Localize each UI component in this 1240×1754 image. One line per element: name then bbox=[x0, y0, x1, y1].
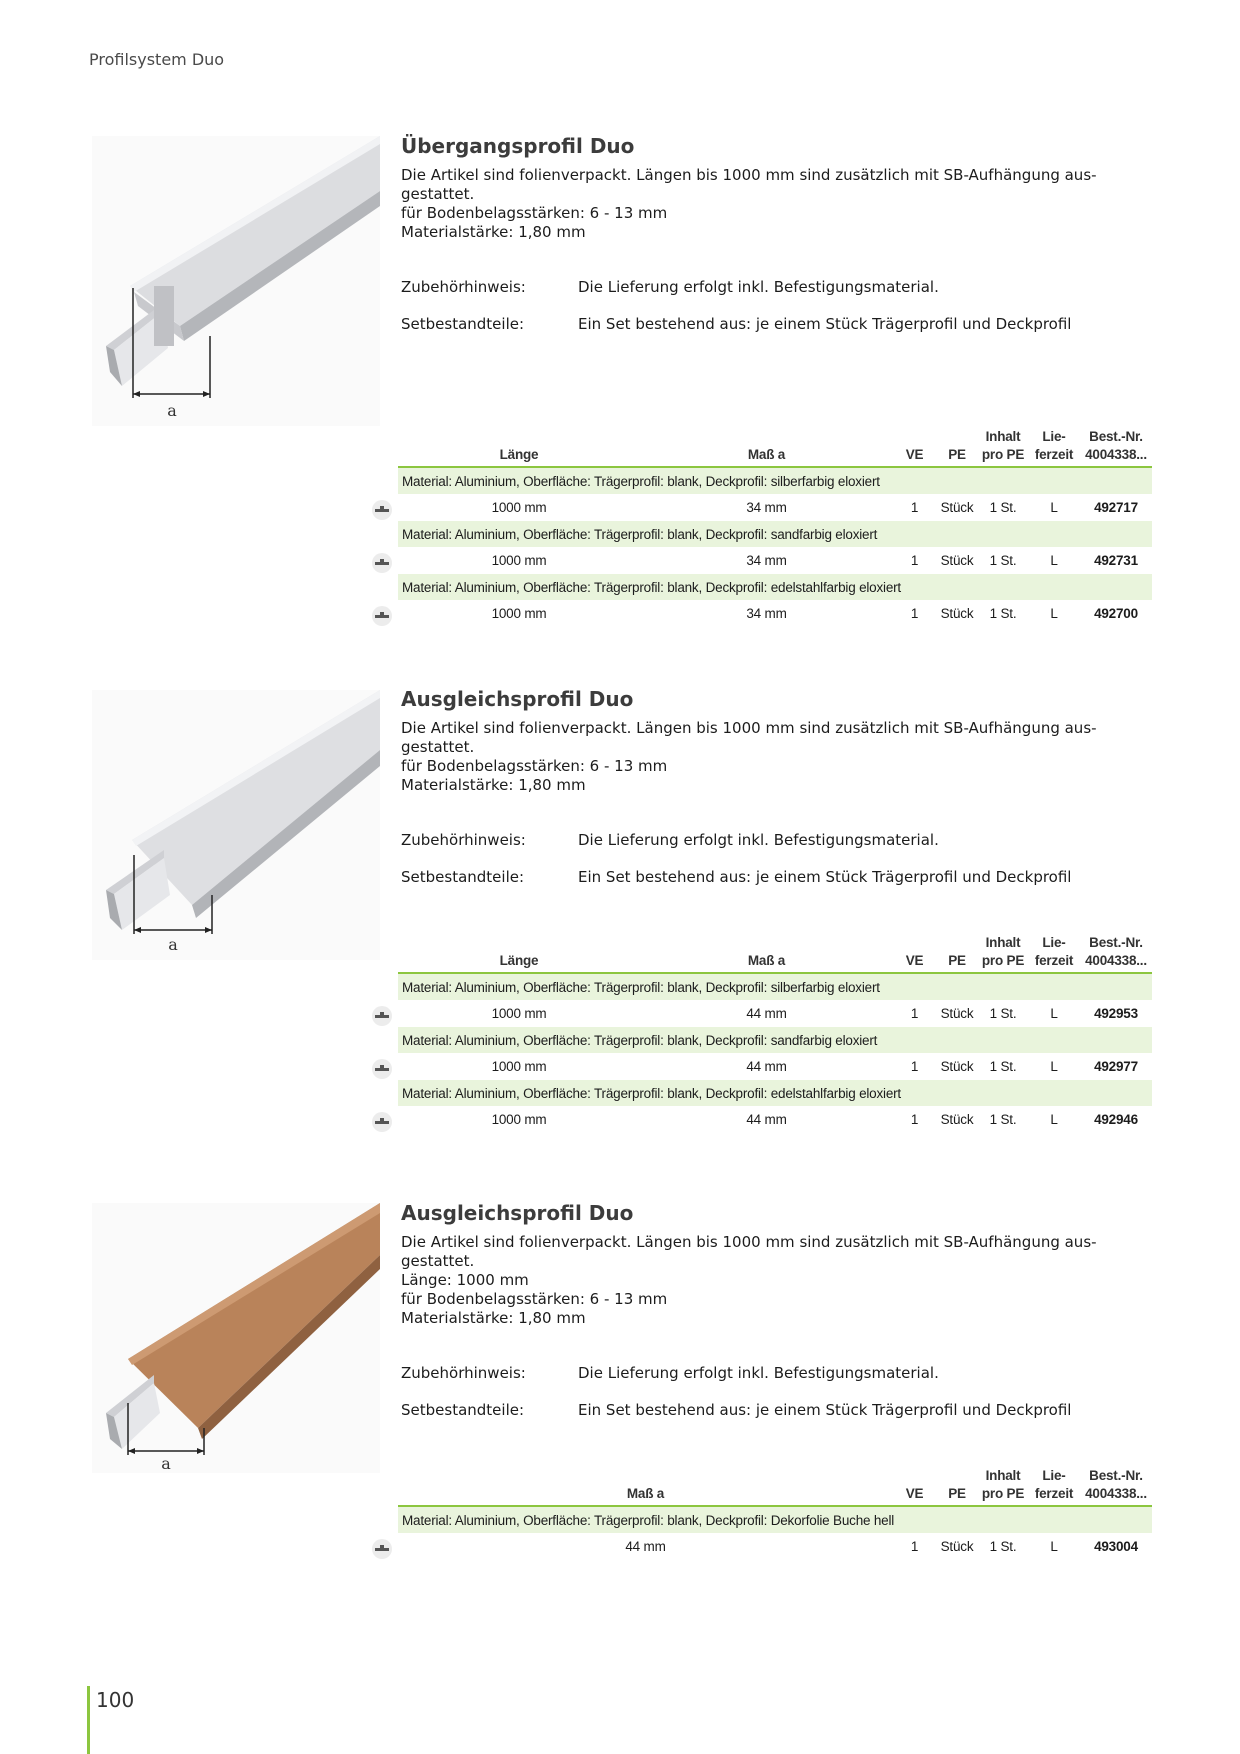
zubehoer-value: Die Lieferung erfolgt inkl. Befestigungs… bbox=[578, 1364, 939, 1382]
set-value: Ein Set bestehend aus: je einem Stück Tr… bbox=[578, 1401, 1072, 1419]
col-best-nr: Best.-Nr.4004338... bbox=[1085, 429, 1147, 462]
zubehoer-value: Die Lieferung erfolgt inkl. Befestigungs… bbox=[578, 278, 939, 296]
material-row: Material: Aluminium, Oberfläche: Trägerp… bbox=[398, 973, 1152, 1000]
col-ve: VE bbox=[905, 447, 924, 462]
product-image-ausgleichsprofil-silber: a bbox=[92, 690, 380, 960]
article-number: 493004 bbox=[1094, 1539, 1138, 1554]
dimension-label: a bbox=[167, 401, 177, 420]
product-attributes: Zubehörhinweis: Die Lieferung erfolgt ink… bbox=[401, 278, 1151, 352]
zubehoer-label: Zubehörhinweis: bbox=[401, 278, 526, 296]
col-laenge: Länge bbox=[499, 953, 539, 968]
footer-accent-bar bbox=[87, 1686, 90, 1754]
page-number: 100 bbox=[96, 1688, 135, 1712]
col-mass-a: Maß a bbox=[747, 953, 786, 968]
col-best-nr: Best.-Nr.4004338... bbox=[1085, 935, 1147, 968]
dimension-label: a bbox=[161, 1454, 171, 1473]
article-number: 492717 bbox=[1094, 500, 1138, 515]
article-number: 492953 bbox=[1094, 1006, 1138, 1021]
col-best-nr: Best.-Nr.4004338... bbox=[1085, 1468, 1147, 1501]
product-info-ausgleichsprofil-silber: Ausgleichsprofil Duo Die Artikel sind fo… bbox=[401, 687, 1151, 905]
col-lieferzeit: Lie-ferzeit bbox=[1034, 1468, 1074, 1501]
col-lieferzeit: Lie-ferzeit bbox=[1034, 429, 1074, 462]
profile-icon bbox=[371, 605, 393, 627]
material-row: Material: Aluminium, Oberfläche: Trägerp… bbox=[398, 467, 1152, 494]
product-description: Die Artikel sind folienverpackt. Längen … bbox=[401, 1233, 1097, 1327]
product-description: Die Artikel sind folienverpackt. Längen … bbox=[401, 166, 1097, 241]
article-number: 492977 bbox=[1094, 1059, 1138, 1074]
article-number: 492946 bbox=[1094, 1112, 1138, 1127]
profile-icon bbox=[371, 1058, 393, 1080]
col-mass-a: Maß a bbox=[626, 1486, 665, 1501]
product-info-ausgleichsprofil-buche: Ausgleichsprofil Duo Die Artikel sind fo… bbox=[401, 1201, 1151, 1438]
col-ve: VE bbox=[905, 1486, 924, 1501]
profile-icon bbox=[371, 499, 393, 521]
material-row: Material: Aluminium, Oberfläche: Trägerp… bbox=[398, 1080, 1152, 1106]
product-title: Ausgleichsprofil Duo bbox=[401, 687, 634, 711]
zubehoer-label: Zubehörhinweis: bbox=[401, 1364, 526, 1382]
profile-icon bbox=[371, 552, 393, 574]
col-mass-a: Maß a bbox=[747, 447, 786, 462]
profile-icon bbox=[371, 1538, 393, 1560]
product-description: Die Artikel sind folienverpackt. Längen … bbox=[401, 719, 1097, 794]
product-attributes: Zubehörhinweis: Die Lieferung erfolgt ink… bbox=[401, 1364, 1151, 1438]
material-row: Material: Aluminium, Oberfläche: Trägerp… bbox=[398, 1506, 1152, 1533]
product-attributes: Zubehörhinweis: Die Lieferung erfolgt ink… bbox=[401, 831, 1151, 905]
set-value: Ein Set bestehend aus: je einem Stück Tr… bbox=[578, 868, 1072, 886]
col-pe: PE bbox=[948, 1486, 966, 1501]
material-row: Material: Aluminium, Oberfläche: Trägerp… bbox=[398, 1027, 1152, 1053]
material-row: Material: Aluminium, Oberfläche: Trägerp… bbox=[398, 574, 1152, 600]
profile-icon bbox=[371, 1111, 393, 1133]
product-title: Übergangsprofil Duo bbox=[401, 134, 635, 158]
col-ve: VE bbox=[905, 953, 924, 968]
col-pe: PE bbox=[948, 953, 966, 968]
material-row: Material: Aluminium, Oberfläche: Trägerp… bbox=[398, 521, 1152, 547]
set-label: Setbestandteile: bbox=[401, 315, 525, 333]
dimension-label: a bbox=[168, 935, 178, 954]
product-info-uebergangsprofil: Übergangsprofil Duo Die Artikel sind fol… bbox=[401, 134, 1151, 352]
product-image-uebergangsprofil: a bbox=[92, 136, 380, 426]
product-image-ausgleichsprofil-buche: a bbox=[92, 1203, 380, 1473]
profile-icon bbox=[371, 1005, 393, 1027]
running-header: Profilsystem Duo bbox=[89, 50, 225, 69]
set-label: Setbestandteile: bbox=[401, 868, 525, 886]
product-title: Ausgleichsprofil Duo bbox=[401, 1201, 634, 1225]
zubehoer-label: Zubehörhinweis: bbox=[401, 831, 526, 849]
set-label: Setbestandteile: bbox=[401, 1401, 525, 1419]
set-value: Ein Set bestehend aus: je einem Stück Tr… bbox=[578, 315, 1072, 333]
col-laenge: Länge bbox=[499, 447, 539, 462]
col-pe: PE bbox=[948, 447, 966, 462]
article-number: 492700 bbox=[1094, 606, 1138, 621]
zubehoer-value: Die Lieferung erfolgt inkl. Befestigungs… bbox=[578, 831, 939, 849]
col-lieferzeit: Lie-ferzeit bbox=[1034, 935, 1074, 968]
article-number: 492731 bbox=[1094, 553, 1138, 568]
